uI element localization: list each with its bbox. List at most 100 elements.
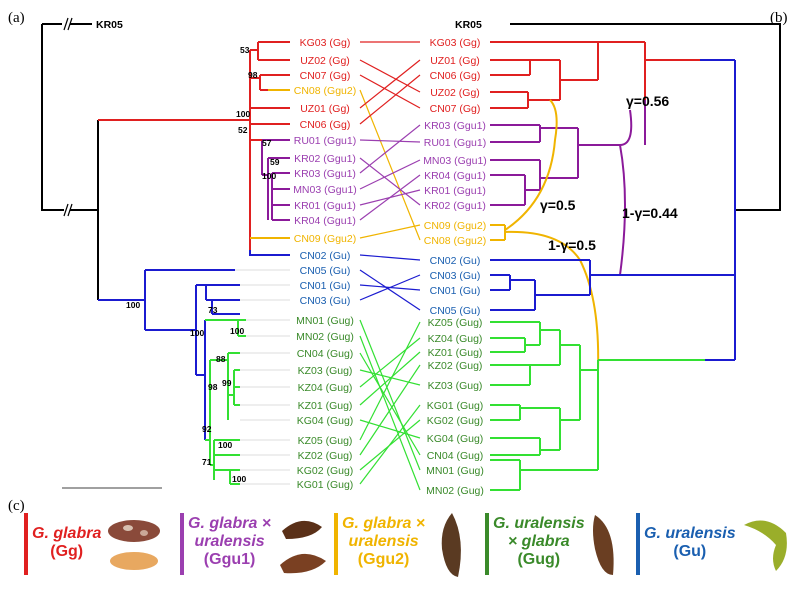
left-tip-label: KG01 (Gug) [297,479,354,491]
right-tip-label: KR03 (Ggu1) [424,120,486,132]
connector-line [359,337,421,388]
left-tip-label: CN05 (Gu) [300,265,351,277]
left-tip-label: KG04 (Gug) [297,415,354,427]
support-value: 71 [202,457,212,467]
connector-line [359,269,421,311]
support-value: 100 [230,326,244,336]
left-tip-label: KZ01 (Gug) [298,400,353,412]
connector-line [359,157,421,206]
right-tip-label: CN05 (Gu) [430,305,481,317]
support-value: 100 [236,109,250,119]
right-tip-label: CN03 (Gu) [430,270,481,282]
left-tip-label: CN06 (Gg) [300,119,351,131]
right-tip-label: RU01 (Ggu1) [424,137,486,149]
right-tip-label: KG04 (Gug) [427,433,484,445]
legend-gu: G. uralensis(Gu) [636,505,796,585]
left-tip-label: CN03 (Gu) [300,295,351,307]
connector-line [359,364,421,456]
break-mark-2 [63,203,73,217]
right-tip-label: KZ03 (Gug) [428,380,483,392]
legend-label: G. glabra ×uralensis(Ggu2) [342,515,426,568]
support-value: 73 [208,305,218,315]
legend-bar [334,513,338,575]
connector-line [359,74,421,109]
one-minus-gamma-0.5: 1-γ=0.5 [548,237,596,253]
left-tip-label: KG03 (Gg) [300,37,351,49]
pod-icon [441,513,461,577]
pod-icon [744,520,787,571]
support-value: 59 [270,157,280,167]
right-tip-label: KR01 (Ggu1) [424,185,486,197]
support-value: 98 [248,70,258,80]
left-tip-label: CN04 (Gug) [297,348,354,360]
panel-label-c: (c) [8,498,25,514]
right-tip-label: CN08 (Ggu2) [424,235,486,247]
right-outgroup-label: KR05 [455,19,482,31]
connector-line [359,321,421,441]
connector-line [359,419,421,439]
legend-bar [636,513,640,575]
connector-line [359,59,421,109]
left-tip-label: CN07 (Gg) [300,70,351,82]
support-value: 100 [190,328,204,338]
root-stem [41,24,64,211]
right-tip-label: KG03 (Gg) [430,37,481,49]
legend-gg: G. glabra(Gg) [24,505,174,585]
legend-label: G. glabra(Gg) [32,525,102,560]
connector-line [359,335,421,491]
left-tip-label: CN01 (Gu) [300,280,351,292]
gamma-0.5: γ=0.5 [540,197,576,213]
left-tip-labels: KG03 (Gg)UZ02 (Gg)CN07 (Gg)CN08 (Ggu2)UZ… [293,37,357,491]
connector-line [359,89,421,241]
right-tip-label: MN02 (Gug) [426,485,484,497]
right-tip-label: KR04 (Ggu1) [424,170,486,182]
right-outgroup [510,23,781,211]
left-tip-label: KZ02 (Gug) [298,450,353,462]
connector-line [359,352,421,456]
pod-icon [593,515,614,575]
right-tip-label: KZ01 (Gug) [428,347,483,359]
left-tip-label: KR03 (Ggu1) [294,168,356,180]
gamma-0.56: γ=0.56 [626,93,669,109]
right-tip-label: CN06 (Gg) [430,70,481,82]
connector-line [359,159,421,190]
left-tip-label: KZ05 (Gug) [298,435,353,447]
right-tip-label: CN04 (Gug) [427,450,484,462]
connector-line [359,74,421,125]
left-tip-label: MN03 (Ggu1) [293,184,357,196]
right-tip-label: KG02 (Gug) [427,415,484,427]
one-minus-gamma-0.44: 1-γ=0.44 [622,205,678,221]
left-tip-label: CN02 (Gu) [300,250,351,262]
support-value: 88 [216,354,226,364]
right-tip-label: CN07 (Gg) [430,103,481,115]
right-tip-label: KG01 (Gug) [427,400,484,412]
left-tip-label: MN02 (Gug) [296,331,354,343]
right-tip-label: KZ05 (Gug) [428,317,483,329]
support-value: 52 [238,125,248,135]
connector-line [359,139,421,143]
right-tree: KR05 [455,19,781,491]
legend-label: G. uralensis(Gu) [644,525,736,560]
support-value: 100 [232,474,246,484]
pod-icon [280,520,326,574]
left-tip-label: CN08 (Ggu2) [294,85,356,97]
legend-ggu2: G. glabra ×uralensis(Ggu2) [334,505,484,585]
support-value: 100 [218,440,232,450]
legend-label: G. uralensis× glabra(Gug) [493,515,585,568]
left-tip-label: KR02 (Ggu1) [294,153,356,165]
left-tip-label: KZ04 (Gug) [298,382,353,394]
left-tip-label: RU01 (Ggu1) [294,135,356,147]
right-tip-label: UZ01 (Gg) [430,55,480,67]
support-value: 100 [126,300,140,310]
right-tip-label: MN03 (Ggu1) [423,155,487,167]
support-value: 57 [262,138,272,148]
legend-gug: G. uralensis× glabra(Gug) [485,505,635,585]
break-mark [63,17,73,31]
right-tip-label: KZ02 (Gug) [428,360,483,372]
right-tip-label: CN01 (Gu) [430,285,481,297]
left-tip-label: UZ02 (Gg) [300,55,350,67]
legend-bar [24,513,28,575]
support-value: 100 [262,171,276,181]
